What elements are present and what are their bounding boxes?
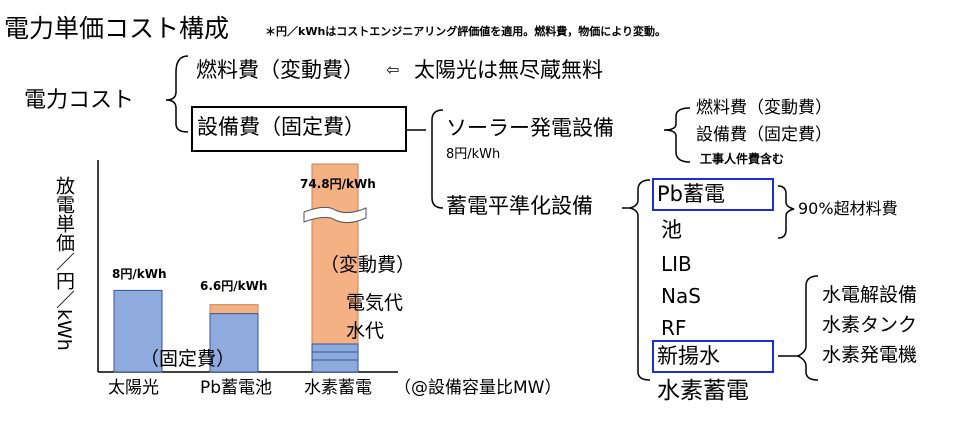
bar-pb-fixed bbox=[209, 313, 259, 373]
storage-equipment-label: 蓄電平準化設備 bbox=[446, 194, 593, 218]
equipment-cost-box: 設備費（固定費） bbox=[191, 106, 407, 152]
solar-cost-label: 8円/kWh bbox=[446, 147, 501, 162]
x-tick-solar: 太陽光 bbox=[108, 378, 159, 398]
solar-sub-equipment: 設備費（固定費） bbox=[696, 125, 832, 145]
axis-break-mark bbox=[303, 206, 367, 224]
equipment-cost-label: 設備費（固定費） bbox=[197, 115, 365, 139]
tree-root: 電力コスト bbox=[24, 88, 135, 113]
storage-item-rf: RF bbox=[661, 316, 687, 340]
storage-item-pb: Pb蓄電 bbox=[657, 182, 725, 206]
bar-hydrogen-fixed bbox=[311, 343, 359, 373]
x-tick-pb: Pb蓄電池 bbox=[200, 378, 273, 398]
left-arrow-icon: ⇦ bbox=[386, 60, 400, 79]
title-note: ＊円／kWhはコストエンジニアリング評価値を適用。燃料費，物価により変動。 bbox=[265, 25, 667, 38]
electricity-cost-label: 電気代 bbox=[346, 292, 404, 314]
fuel-note: 太陽光は無尽蔵無料 bbox=[414, 58, 603, 82]
fuel-cost-label: 燃料費（変動費） bbox=[196, 58, 364, 82]
water-cost-label: 水代 bbox=[346, 320, 385, 342]
storage-item-hydrogen: 水素蓄電 bbox=[657, 378, 749, 404]
storage-item-pumped-hydro: 新揚水 bbox=[657, 344, 720, 368]
material-cost-note: 90%超材料費 bbox=[798, 199, 898, 218]
hydrogen-sub-tank: 水素タンク bbox=[822, 314, 918, 336]
solar-sub-fuel: 燃料費（変動費） bbox=[696, 98, 832, 118]
hydrogen-sub-electrolysis: 水電解設備 bbox=[822, 284, 918, 306]
solar-equipment-label: ソーラー発電設備 bbox=[446, 116, 614, 140]
storage-item-pb-cont: 池 bbox=[661, 218, 682, 242]
hydrogen-sub-generator: 水素発電機 bbox=[822, 344, 918, 366]
pumped-hydro-highlight bbox=[652, 340, 774, 373]
bar-label-hydrogen: 74.8円/kWh bbox=[300, 177, 376, 191]
page-title: 電力単価コスト構成 bbox=[4, 14, 230, 43]
bar-label-solar: 8円/kWh bbox=[112, 267, 167, 281]
solar-sub-labor: 工事人件費含む bbox=[700, 152, 785, 166]
storage-item-nas: NaS bbox=[661, 284, 701, 308]
x-tick-hydrogen: 水素蓄電 bbox=[304, 378, 372, 398]
bar-pb-variable bbox=[209, 304, 259, 315]
chart-y-axis-label: 放電単価／円／kWh bbox=[53, 176, 75, 351]
pb-battery-highlight bbox=[652, 178, 774, 211]
x-axis-note: （@設備容量比MW） bbox=[394, 378, 562, 398]
variable-cost-label: （変動費） bbox=[320, 254, 416, 276]
storage-item-lib: LIB bbox=[661, 252, 692, 276]
bar-hydrogen-variable bbox=[311, 163, 359, 373]
bar-label-pb: 6.6円/kWh bbox=[200, 279, 268, 293]
bar-solar bbox=[113, 289, 163, 373]
fixed-cost-label: （固定費） bbox=[140, 348, 236, 370]
